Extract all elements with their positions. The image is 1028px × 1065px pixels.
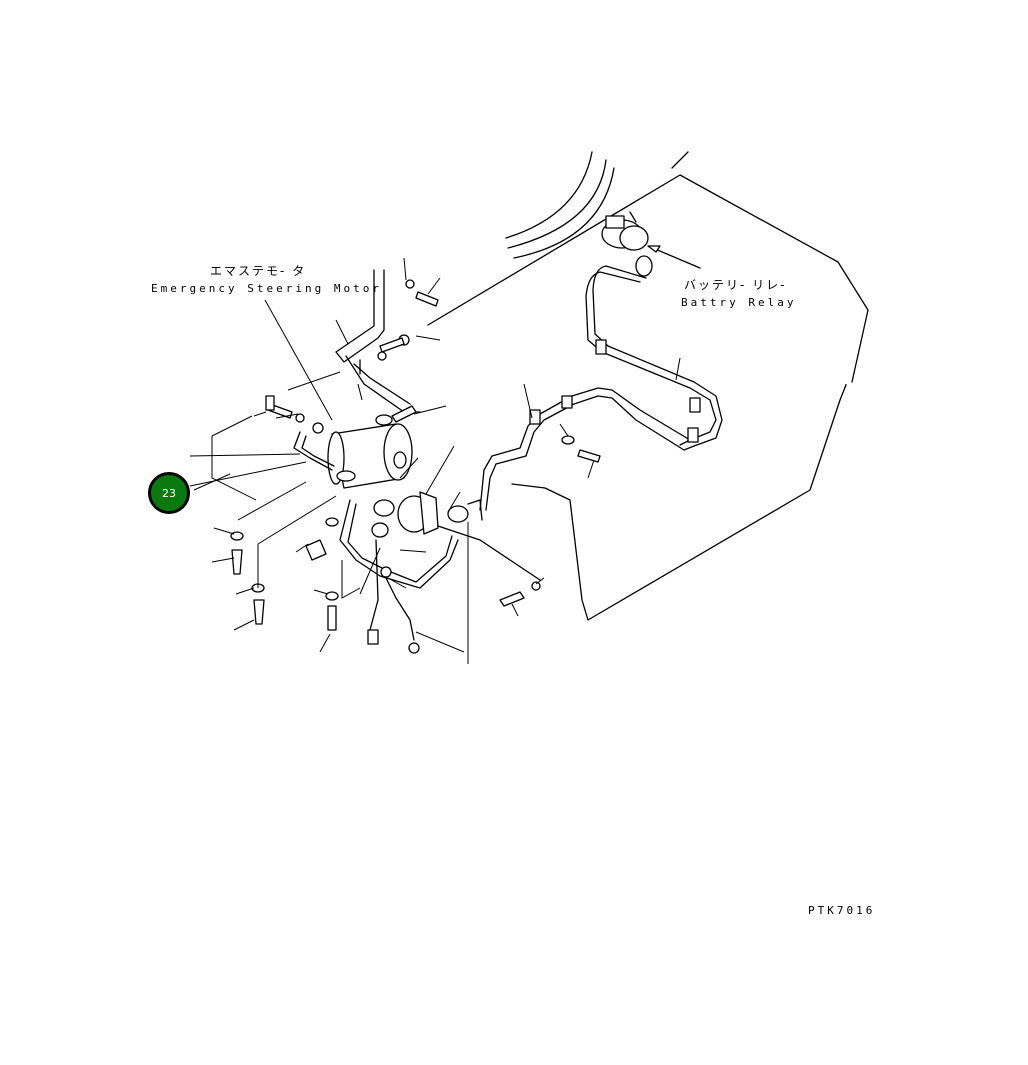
frame-outline [427,151,869,621]
callout-number: 23 [162,486,176,500]
motor-label-jp: エマステモ- タ [210,264,307,278]
drawing-code: PTK7016 [808,904,876,917]
relay-label-jp: バッテリ- リレ- [684,278,787,292]
leader-lines [189,257,681,664]
motor-label-en: Emergency Steering Motor [151,282,382,295]
mounting-bracket [335,269,439,426]
valve-cluster [339,491,541,654]
loose-fasteners [230,435,601,631]
battery-relay [601,211,701,277]
callout-badge-23[interactable]: 23 [148,472,190,514]
emergency-steering-motor [265,395,413,489]
relay-wiring-pipe [479,265,723,511]
relay-label-en: Battry Relay [681,296,797,309]
